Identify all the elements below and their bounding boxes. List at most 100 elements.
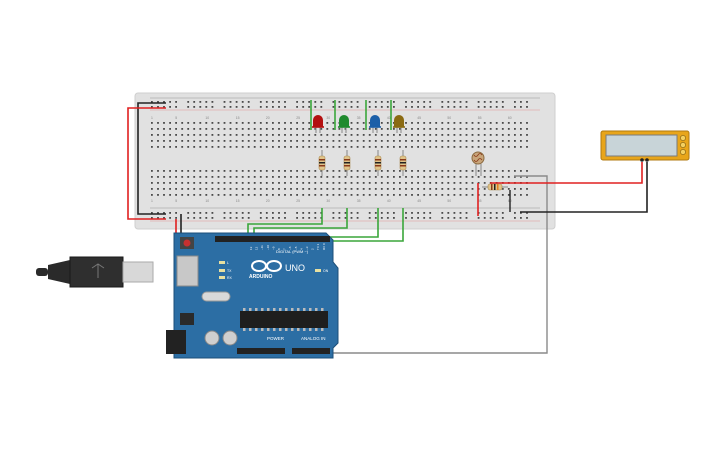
regulator: [180, 313, 194, 325]
breadboard-hole: [393, 106, 395, 108]
photoresistor[interactable]: [471, 151, 485, 176]
breadboard-hole: [272, 194, 274, 196]
breadboard-hole: [332, 176, 335, 178]
pull-down-resistor[interactable]: [482, 183, 508, 191]
breadboard-hole: [344, 134, 347, 136]
wire-left-red[interactable]: [127, 107, 166, 220]
breadboard-hole: [265, 101, 268, 103]
arduino-board[interactable]: ARDUINO UNO DIGITAL (PWM ~) POWER ANALOG…: [166, 232, 339, 359]
breadboard-hole: [302, 101, 305, 103]
breadboard-hole: [247, 188, 250, 190]
chip-pin: [303, 308, 306, 311]
breadboard-hole: [459, 140, 462, 142]
breadboard-hole: [193, 146, 196, 148]
breadboard-hole: [507, 188, 510, 190]
breadboard-hole: [368, 212, 371, 214]
wire-left-black[interactable]: [137, 102, 166, 215]
wire-lcd-red[interactable]: [490, 162, 643, 184]
breadboard-hole: [514, 176, 516, 178]
lcd-module[interactable]: [600, 130, 690, 162]
breadboard-hole: [411, 188, 413, 190]
analog-header: [292, 348, 330, 354]
breadboard-hole: [441, 212, 444, 214]
breadboard-hole: [308, 146, 311, 148]
breadboard-hole: [495, 140, 498, 142]
led-resistor[interactable]: [318, 150, 326, 176]
breadboard-hole: [514, 106, 516, 108]
breadboard-hole: [157, 128, 159, 130]
breadboard-hole: [175, 140, 177, 142]
breadboard-hole: [265, 217, 268, 219]
breadboard-hole: [241, 128, 244, 130]
breadboard-hole: [175, 134, 177, 136]
led-base: [369, 126, 381, 128]
breadboard-hole: [187, 212, 190, 214]
usb-cable[interactable]: [36, 256, 154, 288]
breadboard-hole: [441, 182, 444, 184]
breadboard-hole: [483, 217, 486, 219]
breadboard-hole: [447, 188, 450, 190]
breadboard-hole: [514, 146, 516, 148]
breadboard-hole: [169, 182, 171, 184]
breadboard-hole: [441, 194, 444, 196]
breadboard-hole: [368, 146, 371, 148]
led-resistor[interactable]: [399, 150, 407, 176]
breadboard-hole: [489, 106, 492, 108]
breadboard-hole: [163, 106, 165, 108]
red-led[interactable]: [312, 115, 324, 133]
breadboard-hole: [314, 106, 317, 108]
breadboard-hole: [217, 128, 220, 130]
breadboard-hole: [423, 140, 426, 142]
breadboard-hole: [520, 212, 522, 214]
wire-lcd-black[interactable]: [520, 162, 648, 213]
blue-led[interactable]: [369, 115, 381, 133]
breadboard-hole: [151, 146, 153, 148]
breadboard-hole: [526, 134, 528, 136]
breadboard-hole: [489, 134, 492, 136]
breadboard-hole: [411, 146, 413, 148]
breadboard-hole: [447, 146, 450, 148]
yellow-led[interactable]: [393, 115, 405, 133]
breadboard-hole: [223, 122, 226, 124]
breadboard-hole: [447, 101, 450, 103]
wire-led4-signal[interactable]: [325, 208, 404, 242]
breadboard-hole: [272, 106, 274, 108]
breadboard-hole: [447, 217, 450, 219]
breadboard-hole: [526, 122, 528, 124]
wire-analog-gray[interactable]: [331, 175, 548, 354]
breadboard-hole: [501, 140, 504, 142]
green-led[interactable]: [338, 115, 350, 133]
breadboard-hole: [199, 101, 202, 103]
breadboard-hole: [229, 188, 232, 190]
breadboard-hole: [314, 128, 317, 130]
breadboard-hole: [259, 134, 262, 136]
breadboard-hole: [211, 101, 214, 103]
breadboard-hole: [265, 188, 268, 190]
breadboard-hole: [193, 217, 196, 219]
breadboard-hole: [314, 176, 317, 178]
breadboard-hole: [483, 140, 486, 142]
breadboard-hole: [526, 170, 528, 172]
column-number-bottom: 40: [387, 199, 391, 203]
wire-led1-signal[interactable]: [247, 208, 323, 238]
breadboard-hole: [374, 128, 377, 130]
chip-pin: [291, 308, 294, 311]
breadboard-hole: [272, 217, 274, 219]
breadboard-hole: [314, 134, 317, 136]
breadboard-hole: [199, 170, 202, 172]
breadboard-hole: [374, 188, 377, 190]
led-resistor[interactable]: [343, 150, 351, 176]
breadboard-hole: [338, 128, 341, 130]
breadboard-hole: [362, 176, 365, 178]
breadboard-hole: [157, 194, 159, 196]
breadboard-hole: [223, 106, 226, 108]
breadboard-hole: [405, 106, 407, 108]
breadboard-hole: [399, 188, 401, 190]
breadboard-hole: [526, 176, 528, 178]
breadboard-hole: [447, 176, 450, 178]
breadboard-hole: [205, 217, 208, 219]
breadboard-hole: [187, 194, 190, 196]
led-resistor[interactable]: [374, 150, 382, 176]
breadboard-hole: [175, 217, 177, 219]
